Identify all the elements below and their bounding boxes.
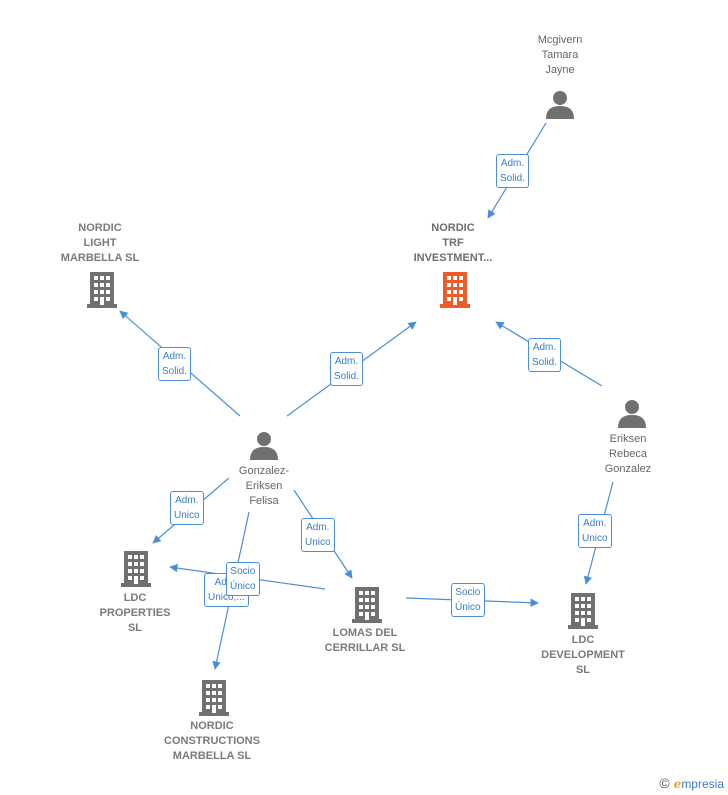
building-icon[interactable] <box>87 272 117 308</box>
edge-label[interactable]: Adm. Unico <box>170 491 204 525</box>
edge-label[interactable]: Adm. Solid. <box>496 154 530 188</box>
edge-label[interactable]: Adm. Solid. <box>330 352 364 386</box>
person-label-mcgivern[interactable]: Mcgivern Tamara Jayne <box>537 34 583 76</box>
building-icon[interactable] <box>440 272 470 308</box>
edge-label[interactable]: Adm. Unico <box>578 514 612 548</box>
company-label-nordic-constructions[interactable]: NORDIC CONSTRUCTIONS MARBELLA SL <box>164 720 260 762</box>
person-label-gonzalez[interactable]: Gonzalez- Eriksen Felisa <box>238 465 290 507</box>
building-icon[interactable] <box>352 587 382 623</box>
edge-label[interactable]: Socio Único <box>451 583 485 617</box>
edge-label[interactable]: Adm. Solid. <box>158 347 192 381</box>
person-icon[interactable] <box>545 89 575 119</box>
company-label-ldc-development[interactable]: LDC DEVELOPMENT SL <box>541 634 625 676</box>
empresia-logo-text: mpresia <box>681 777 724 791</box>
company-label-nordic-light[interactable]: NORDIC LIGHT MARBELLA SL <box>60 222 140 264</box>
edge-label[interactable]: Adm. Solid. <box>528 338 562 372</box>
building-icon[interactable] <box>568 593 598 629</box>
edge-label[interactable]: Socio Único <box>226 562 260 596</box>
edge-label[interactable]: Adm. Unico <box>301 518 335 552</box>
person-icon[interactable] <box>617 398 647 428</box>
company-label-lomas[interactable]: LOMAS DEL CERRILLAR SL <box>324 627 406 654</box>
company-label-nordic-trf[interactable]: NORDIC TRF INVESTMENT... <box>413 222 493 264</box>
person-icon[interactable] <box>249 430 279 460</box>
copyright-symbol: © <box>659 775 670 791</box>
building-icon[interactable] <box>199 680 229 716</box>
empresia-watermark[interactable]: ©empresia <box>659 775 724 791</box>
building-icon[interactable] <box>121 551 151 587</box>
company-label-ldc-properties[interactable]: LDC PROPERTIES SL <box>99 592 171 634</box>
person-label-eriksen[interactable]: Eriksen Rebeca Gonzalez <box>604 433 652 475</box>
empresia-logo-initial: e <box>673 777 682 791</box>
